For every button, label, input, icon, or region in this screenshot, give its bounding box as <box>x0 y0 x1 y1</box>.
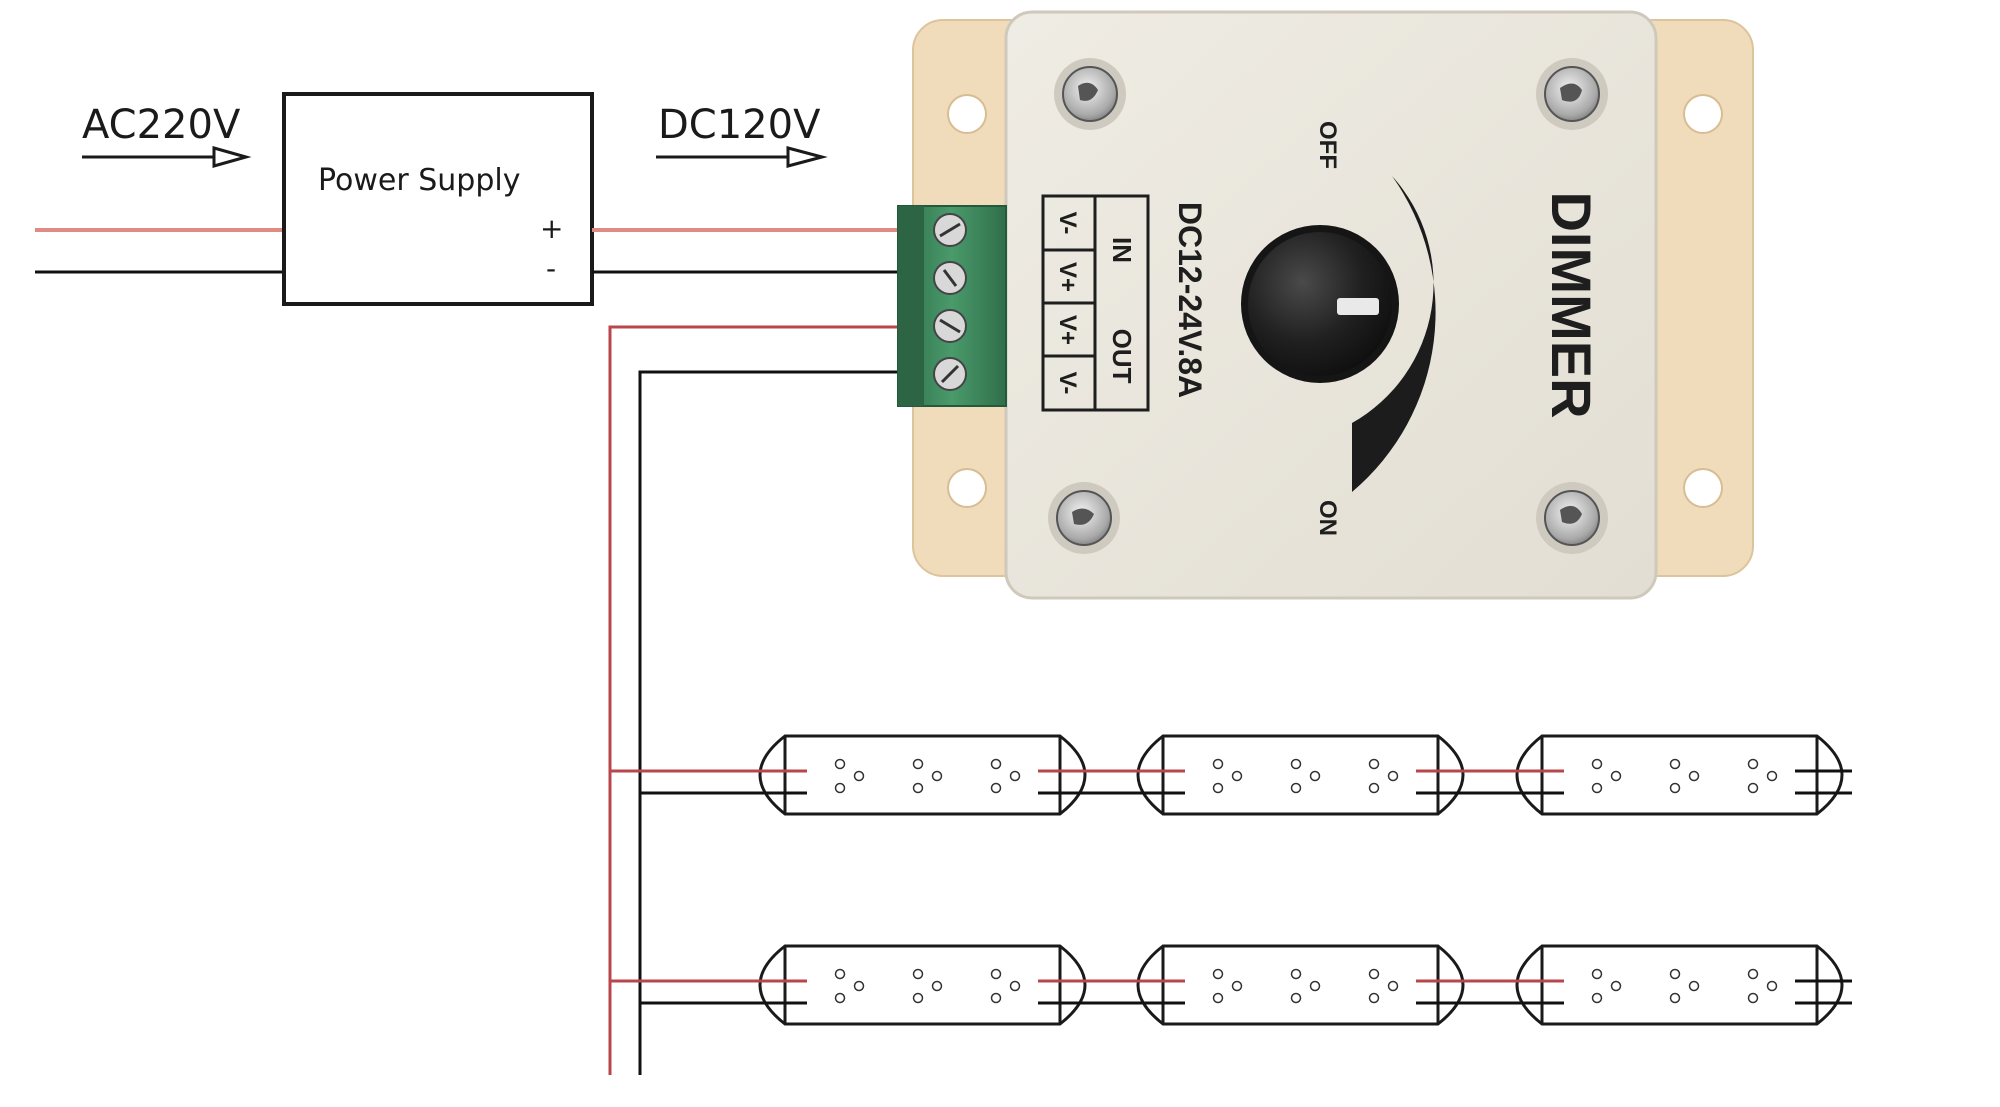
led-chip-icon <box>1747 968 1778 1004</box>
power-supply-minus-label: - <box>546 252 556 285</box>
led-chip-icon <box>1290 758 1321 794</box>
power-supply-box: Power Supply + - <box>282 92 594 306</box>
terminal-screw-icon <box>933 357 967 391</box>
led-chip-icon <box>1290 968 1321 1004</box>
output-wire-positive <box>608 325 900 1075</box>
terminal-pin-1: V- <box>1054 212 1081 235</box>
output-wires <box>608 325 900 1075</box>
led-chip-icon <box>1368 758 1399 794</box>
dimmer-off-label: OFF <box>1314 121 1341 169</box>
mount-hole-icon <box>1683 94 1723 134</box>
dimmer-on-label: ON <box>1314 500 1341 536</box>
dimmer-level-arc-icon <box>1352 176 1436 492</box>
ac-input-wires <box>35 228 284 274</box>
dc-arrow-icon <box>656 146 828 168</box>
screw-icon <box>1536 58 1608 130</box>
led-chip-icon <box>1212 758 1243 794</box>
led-chip-icon <box>834 758 865 794</box>
mount-hole-icon <box>1683 468 1723 508</box>
terminal-pin-3: V+ <box>1054 315 1081 345</box>
ac-input-label-group: AC220V <box>82 102 252 168</box>
ac-input-label: AC220V <box>82 102 241 148</box>
led-chip-icon <box>1591 968 1622 1004</box>
led-strip-segment <box>1507 944 1852 1026</box>
mount-hole-icon <box>947 468 987 508</box>
screw-icon <box>1048 482 1120 554</box>
led-chip-icon <box>1212 968 1243 1004</box>
dimmer-title: DIMMER <box>1540 191 1603 418</box>
led-chip-icon <box>834 968 865 1004</box>
led-chip-icon <box>1591 758 1622 794</box>
led-chip-icon <box>1669 758 1700 794</box>
terminal-group-in: IN <box>1107 237 1137 263</box>
screw-icon <box>1536 482 1608 554</box>
terminal-label-texts: IN OUT V- V+ V+ V- <box>1054 212 1137 395</box>
led-chip-icon <box>1747 758 1778 794</box>
dimmer-rating: DC12-24V.8A <box>1172 202 1208 398</box>
led-strip-segment <box>1128 734 1473 816</box>
dc-supply-wires <box>592 228 900 274</box>
led-chip-icon <box>990 758 1021 794</box>
dc-output-label-group: DC120V <box>656 102 828 168</box>
ac-arrow-icon <box>82 146 252 168</box>
terminal-screw-icon <box>933 309 967 343</box>
dimmer-knob[interactable] <box>1241 225 1399 383</box>
led-strip-segment <box>1507 734 1852 816</box>
led-strips <box>610 734 1852 1026</box>
screw-icon <box>1054 58 1126 130</box>
terminal-pin-2: V+ <box>1054 262 1081 292</box>
led-chip-icon <box>990 968 1021 1004</box>
led-strip-segment <box>1128 944 1473 1026</box>
mount-hole-icon <box>947 94 987 134</box>
dc-output-label: DC120V <box>658 102 821 148</box>
led-chip-icon <box>912 968 943 1004</box>
dimmer-unit: IN OUT V- V+ V+ V- DC12-24V.8A OFF ON DI… <box>897 10 1754 600</box>
knob-indicator-icon <box>1337 298 1379 315</box>
terminal-group-out: OUT <box>1107 329 1137 384</box>
output-wire-negative <box>638 370 900 1075</box>
led-strip-segment <box>750 944 1095 1026</box>
power-supply-plus-label: + <box>540 212 563 245</box>
terminal-label-table <box>1041 194 1150 412</box>
terminal-screw-icon <box>933 261 967 295</box>
led-strip-segment <box>750 734 1095 816</box>
terminal-block <box>897 205 1007 407</box>
terminal-screw-icon <box>933 213 967 247</box>
led-chip-icon <box>912 758 943 794</box>
power-supply-label: Power Supply <box>318 163 520 198</box>
led-chip-icon <box>1669 968 1700 1004</box>
led-chip-icon <box>1368 968 1399 1004</box>
terminal-pin-4: V- <box>1054 372 1081 395</box>
